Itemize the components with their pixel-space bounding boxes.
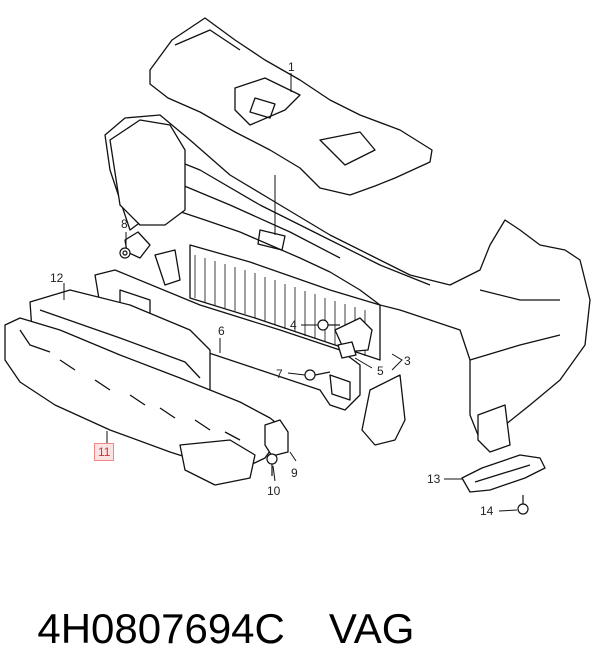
brand-name: VAG xyxy=(328,605,415,652)
front-body-frame xyxy=(104,114,591,441)
callout-13: 13 xyxy=(427,472,441,486)
callout-6: 6 xyxy=(218,324,225,338)
part-7-screw xyxy=(304,369,331,381)
callout-3: 3 xyxy=(404,354,411,368)
callout-9: 9 xyxy=(291,466,298,480)
part-number: 4H0807694C xyxy=(37,605,285,652)
callout-11: 11 xyxy=(94,443,115,461)
callout-1: 1 xyxy=(288,60,295,74)
part-9-bracket xyxy=(264,419,289,457)
callout-14: 14 xyxy=(480,504,494,518)
callout-7: 7 xyxy=(276,367,283,381)
part-10-screw xyxy=(266,453,278,476)
footer-caption: 4H0807694C VAG xyxy=(14,557,414,653)
callout-8: 8 xyxy=(121,217,128,231)
callout-4: 4 xyxy=(290,318,297,332)
callout-5: 5 xyxy=(377,364,384,378)
part-1-cowl-cover xyxy=(149,17,433,196)
part-5-clip xyxy=(337,341,357,359)
part-8-nut xyxy=(119,247,131,259)
part-11-bumper-reinforcement xyxy=(4,317,286,471)
part-14-screw xyxy=(517,495,529,515)
callout-12: 12 xyxy=(50,271,64,285)
callout-10: 10 xyxy=(267,484,281,498)
exploded-parts-diagram xyxy=(4,17,591,515)
